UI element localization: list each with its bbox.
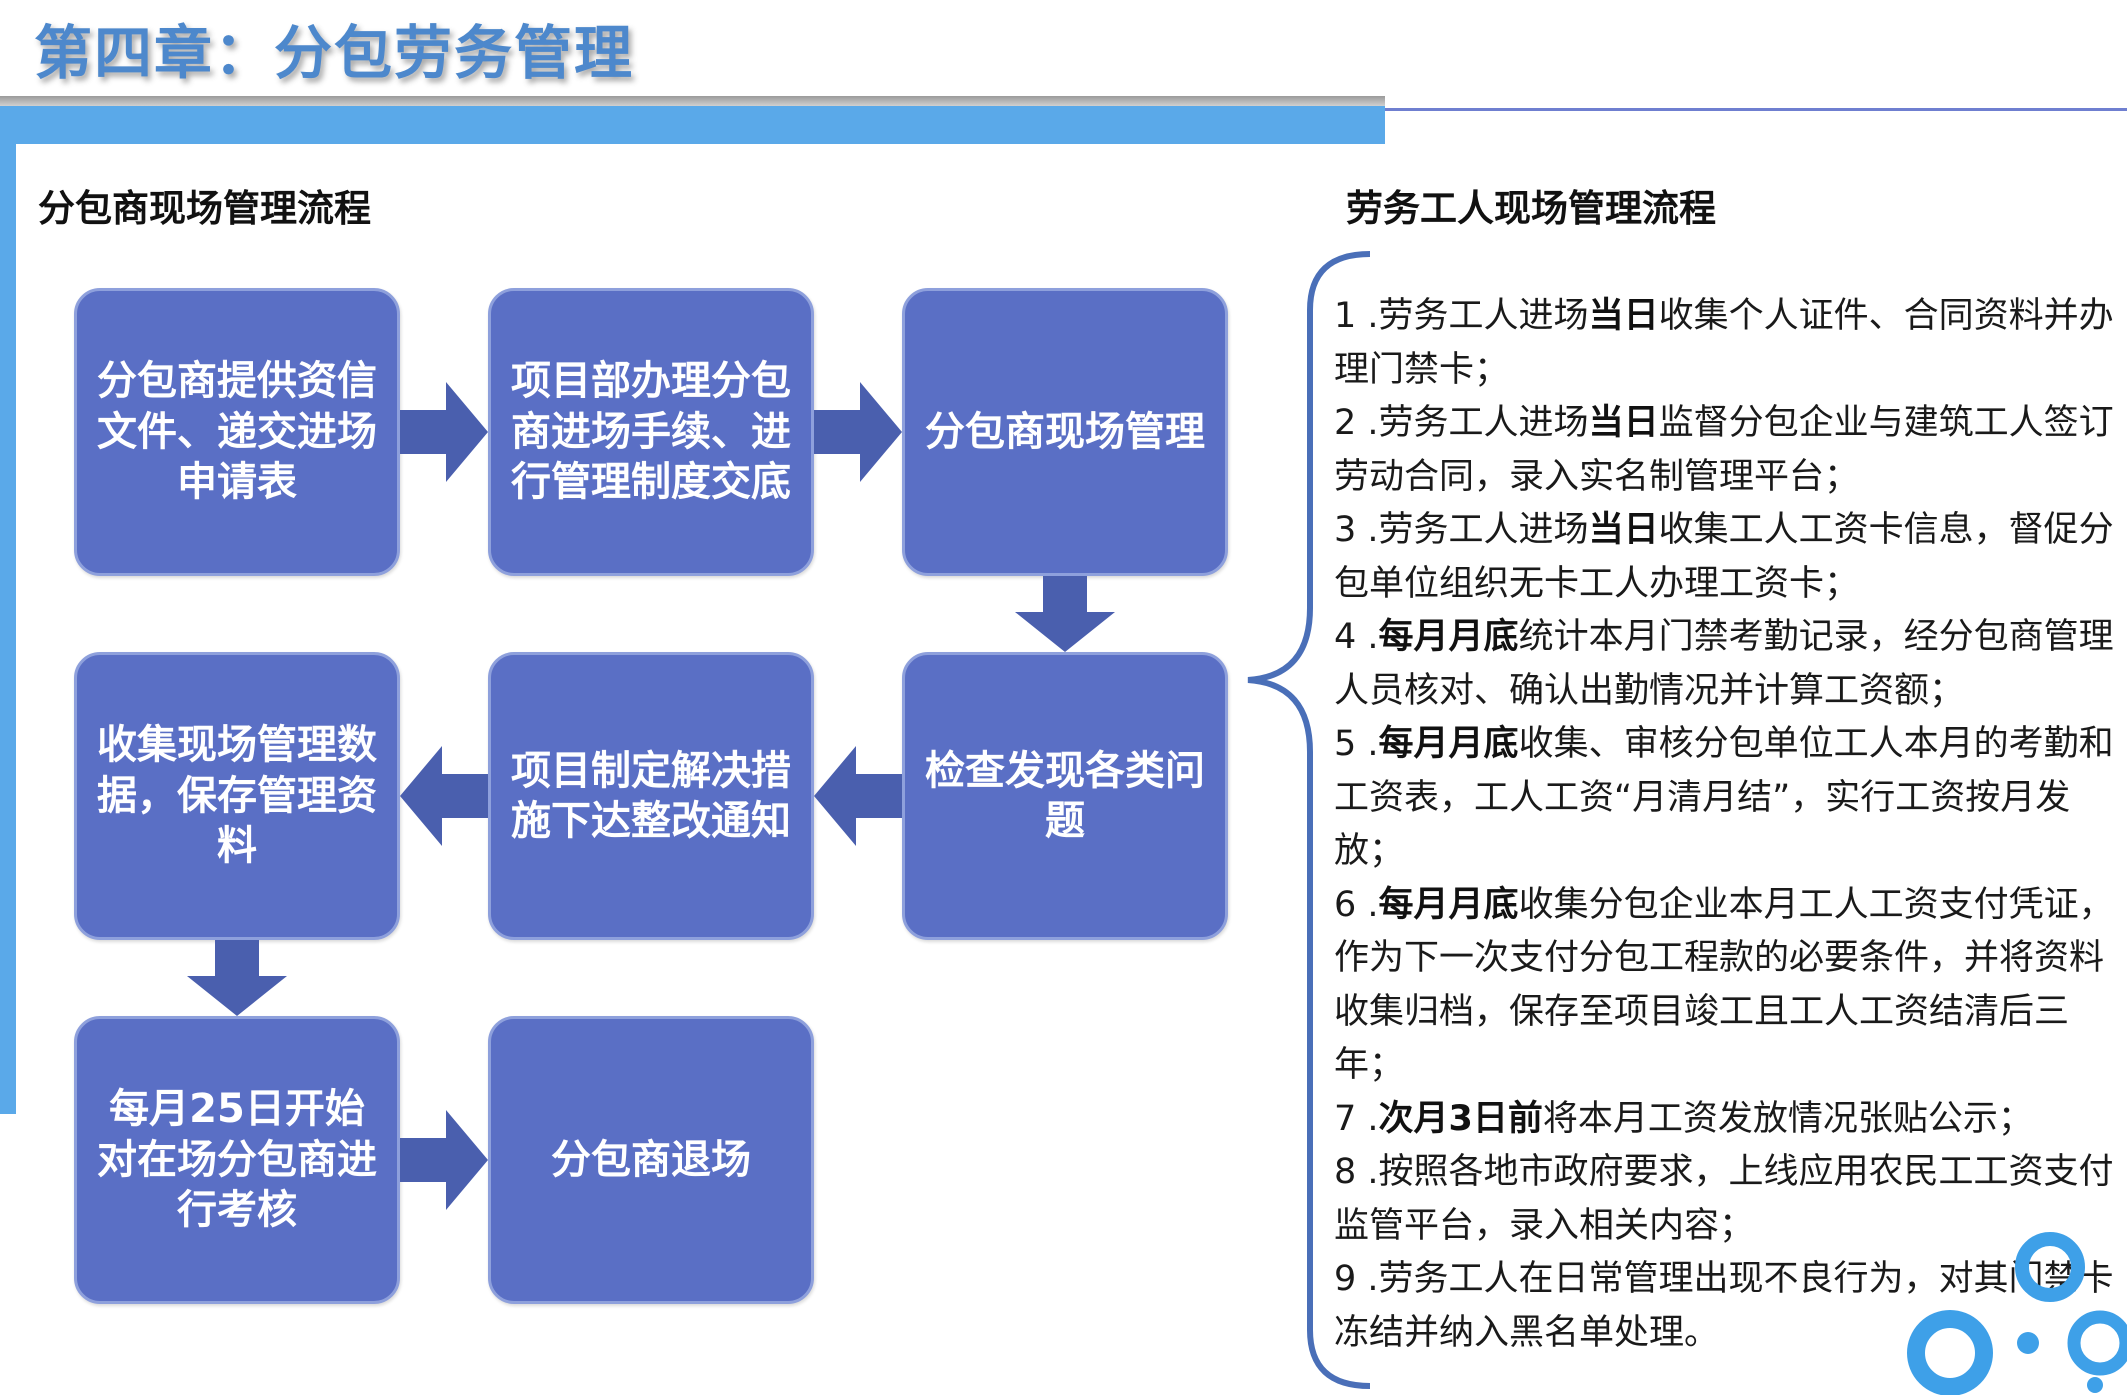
arrow-left-icon [814, 746, 902, 846]
arrow-down-icon [187, 940, 287, 1016]
arrow-right-icon [400, 382, 488, 482]
list-item: 2 .劳务工人进场当日监督分包企业与建筑工人签订劳动合同，录入实名制管理平台； [1334, 403, 2114, 497]
list-item: 6 .每月月底收集分包企业本月工人工资支付凭证，作为下一次支付分包工程款的必要条… [1334, 884, 2114, 1086]
decorative-circles-icon [1907, 1232, 2127, 1395]
list-item: 7 .次月3日前将本月工资发放情况张贴公示； [1334, 1098, 2033, 1139]
arrow-right-icon [814, 382, 902, 482]
arrow-down-icon [1015, 576, 1115, 652]
worker-process-list: 1 .劳务工人进场当日收集个人证件、合同资料并办理门禁卡； 2 .劳务工人进场当… [1334, 290, 2124, 1360]
arrow-left-icon [400, 746, 488, 846]
flow-box-collect-data: 收集现场管理数据，保存管理资料 [74, 652, 400, 940]
left-accent-bar [0, 144, 16, 1114]
page-title: 第四章：分包劳务管理 [34, 19, 635, 87]
list-item: 9 .劳务工人在日常管理出现不良行为，对其门禁卡冻结并纳入黑名单处理。 [1334, 1259, 2114, 1353]
list-item: 3 .劳务工人进场当日收集工人工资卡信息，督促分包单位组织无卡工人办理工资卡； [1334, 510, 2114, 604]
left-brace-icon [1247, 251, 1370, 1389]
flow-box-site-management: 分包商现场管理 [902, 288, 1228, 576]
list-item: 5 .每月月底收集、审核分包单位工人本月的考勤和工资表，工人工资“月清月结”，实… [1334, 724, 2114, 871]
header-band [0, 106, 1385, 144]
list-item: 1 .劳务工人进场当日收集个人证件、合同资料并办理门禁卡； [1334, 296, 2114, 390]
header-band-shadow [0, 96, 1385, 106]
left-section-title: 分包商现场管理流程 [38, 187, 371, 230]
header-divider-line [1385, 108, 2127, 111]
flow-box-find-problems: 检查发现各类问题 [902, 652, 1228, 940]
arrow-right-icon [400, 1110, 488, 1210]
flow-box-entry-procedures: 项目部办理分包商进场手续、进行管理制度交底 [488, 288, 814, 576]
flow-box-submit-application: 分包商提供资信文件、递交进场申请表 [74, 288, 400, 576]
flow-box-monthly-assessment: 每月25日开始对在场分包商进行考核 [74, 1016, 400, 1304]
flow-box-exit: 分包商退场 [488, 1016, 814, 1304]
flow-box-rectification-notice: 项目制定解决措施下达整改通知 [488, 652, 814, 940]
list-item: 8 .按照各地市政府要求，上线应用农民工工资支付监管平台，录入相关内容； [1334, 1152, 2114, 1246]
list-item: 4 .每月月底统计本月门禁考勤记录，经分包商管理人员核对、确认出勤情况并计算工资… [1334, 617, 2114, 711]
right-section-title: 劳务工人现场管理流程 [1346, 187, 1716, 230]
